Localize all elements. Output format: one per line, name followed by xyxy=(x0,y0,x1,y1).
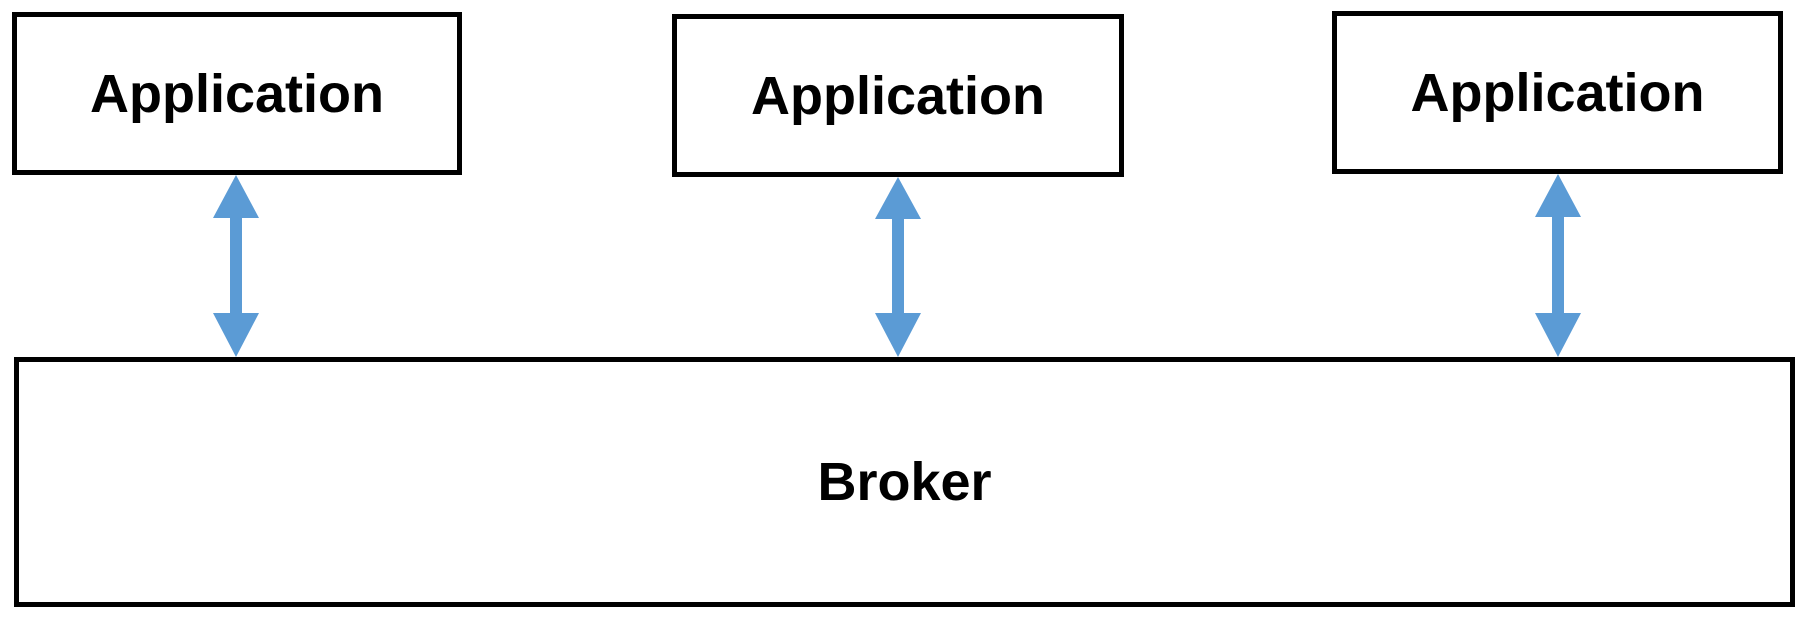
application-label-2: Application xyxy=(751,65,1045,126)
broker-label: Broker xyxy=(817,452,992,512)
application-label-3: Application xyxy=(1410,62,1705,123)
bidirectional-arrow-3 xyxy=(1535,174,1581,357)
broker-box: Broker xyxy=(14,357,1795,607)
bidirectional-arrow-2 xyxy=(875,177,921,357)
application-box-1: Application xyxy=(12,12,462,175)
bidirectional-arrow-1 xyxy=(213,175,259,357)
application-box-3: Application xyxy=(1332,11,1783,174)
application-box-2: Application xyxy=(672,14,1124,177)
application-label-1: Application xyxy=(90,63,384,124)
